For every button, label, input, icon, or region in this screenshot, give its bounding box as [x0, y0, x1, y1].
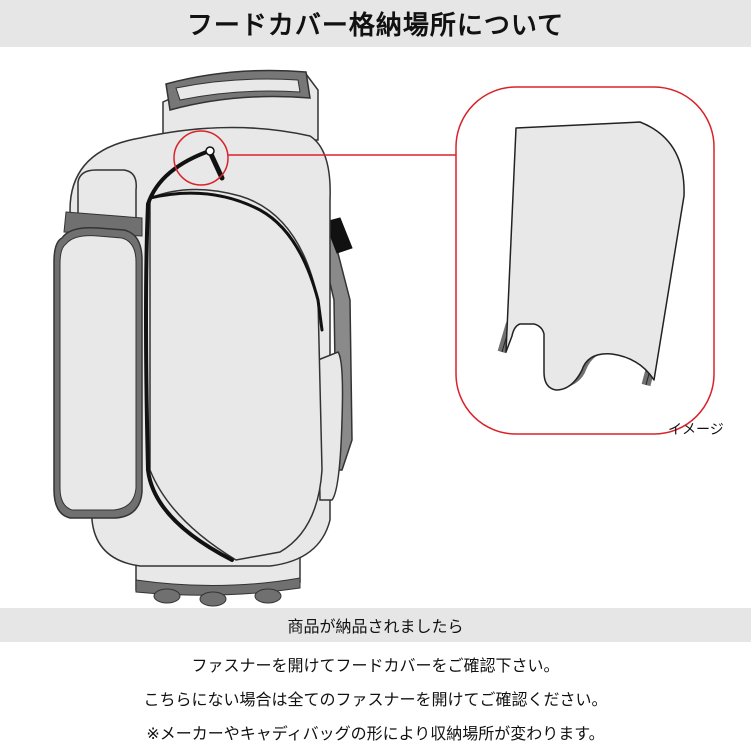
notice-line-2: こちらにない場合は全てのファスナーを開けてご確認ください。 [143, 690, 608, 709]
notice-line-3: ※メーカーやキャディバッグの形により収納場所が変わります。 [146, 724, 605, 743]
zipper-pull-icon [205, 146, 225, 181]
hood-cover-diagram [497, 121, 685, 391]
title-banner: フードカバー格納場所について [0, 0, 751, 47]
golf-bag-illustration [53, 69, 353, 607]
page-title: フードカバー格納場所について [186, 11, 565, 41]
notice-banner: 商品が納品されましたら [0, 608, 751, 642]
notice-line-1: ファスナーを開けてフードカバーをご確認下さい。 [191, 656, 560, 675]
notice-heading: 商品が納品されましたら [287, 617, 464, 636]
callout-connector [173, 130, 456, 186]
zoom-callout [455, 86, 715, 435]
illustration [53, 69, 715, 607]
image-note-label: イメージ [668, 422, 724, 438]
